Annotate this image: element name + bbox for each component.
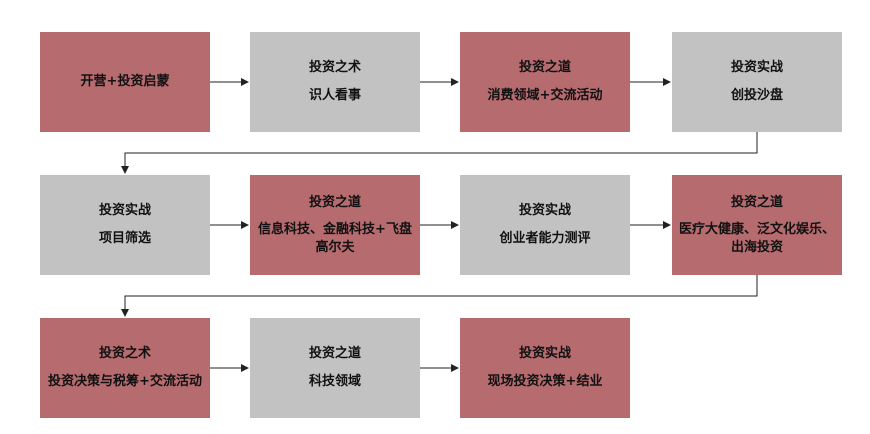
step-title: 投资实战 <box>518 346 571 362</box>
step-title: 投资之道 <box>308 346 361 362</box>
step-title: 投资之道 <box>518 60 571 76</box>
step-desc: 投资决策与税筹+交流活动 <box>48 374 202 389</box>
step-title: 投资实战 <box>730 60 783 76</box>
flow-step-9: 投资之术 投资决策与税筹+交流活动 <box>40 318 210 418</box>
flow-step-1: 开营+投资启蒙 <box>40 32 210 132</box>
flow-step-2: 投资之术 识人看事 <box>250 32 420 132</box>
step-title: 投资实战 <box>98 203 151 219</box>
flow-step-4: 投资实战 创投沙盘 <box>672 32 842 132</box>
step-title: 投资之道 <box>308 194 361 210</box>
step-desc: 创投沙盘 <box>730 88 783 103</box>
step-title: 投资之道 <box>730 194 783 210</box>
flow-step-5: 投资实战 项目筛选 <box>40 175 210 275</box>
step-desc: 医疗大健康、泛文化娱乐、出海投资 <box>678 222 835 255</box>
step-desc: 创业者能力测评 <box>499 231 591 246</box>
step-title: 投资之术 <box>98 346 151 362</box>
flow-step-8: 投资之道 医疗大健康、泛文化娱乐、出海投资 <box>672 175 842 275</box>
flow-step-10: 投资之道 科技领域 <box>250 318 420 418</box>
flow-step-7: 投资实战 创业者能力测评 <box>460 175 630 275</box>
step-title: 开营+投资启蒙 <box>80 74 170 90</box>
step-desc: 识人看事 <box>308 88 361 103</box>
flow-step-3: 投资之道 消费领域+交流活动 <box>460 32 630 132</box>
arrow-4-5 <box>121 132 758 174</box>
flow-step-11: 投资实战 现场投资决策+结业 <box>460 318 630 418</box>
step-desc: 科技领域 <box>308 374 361 389</box>
step-desc: 信息科技、金融科技+飞盘高尔夫 <box>258 222 412 255</box>
step-title: 投资之术 <box>308 60 361 76</box>
arrow-8-9 <box>121 275 758 317</box>
flow-step-6: 投资之道 信息科技、金融科技+飞盘高尔夫 <box>250 175 420 275</box>
step-desc: 现场投资决策+结业 <box>487 374 603 389</box>
step-title: 投资实战 <box>518 203 571 219</box>
step-desc: 项目筛选 <box>98 231 151 246</box>
step-desc: 消费领域+交流活动 <box>487 88 603 103</box>
